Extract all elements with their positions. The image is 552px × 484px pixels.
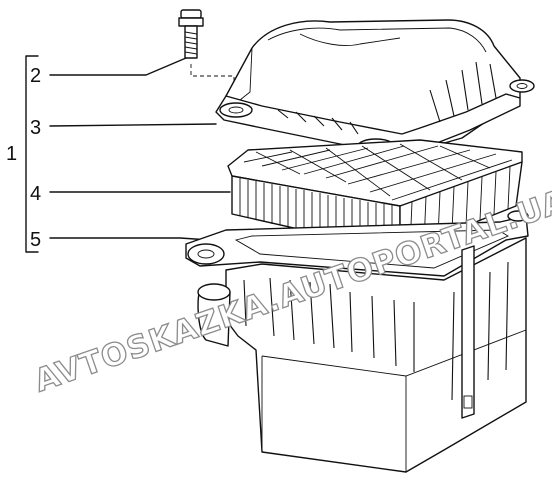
callout-label-1: 1 — [6, 143, 17, 165]
cover-part — [215, 19, 535, 157]
leader-lines — [49, 57, 231, 241]
filter-housing-part — [185, 210, 529, 473]
callout-label-5: 5 — [30, 229, 41, 251]
callout-bracket — [25, 55, 39, 253]
callout-label-3: 3 — [30, 117, 41, 139]
callout-label-4: 4 — [30, 183, 41, 205]
callout-label-2: 2 — [30, 65, 41, 87]
screw-part — [178, 9, 235, 96]
